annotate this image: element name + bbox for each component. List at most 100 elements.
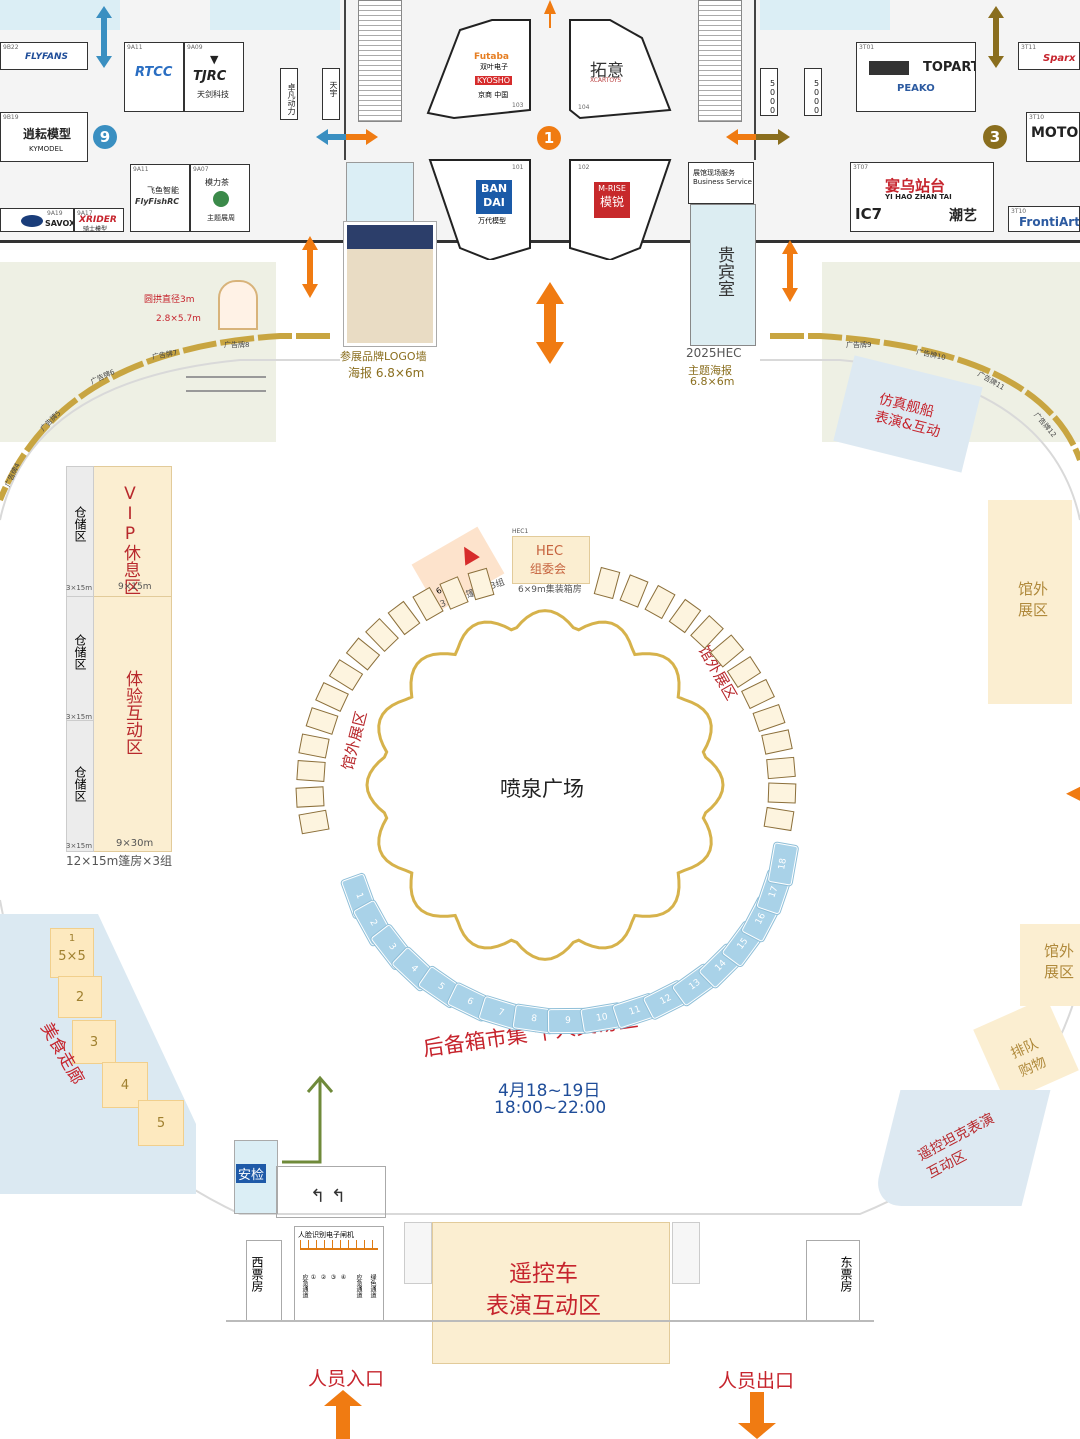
food-slot[interactable]: 3: [72, 1020, 116, 1064]
food-slot[interactable]: 1 5×5: [50, 928, 94, 978]
kiosk-booth[interactable]: [295, 760, 326, 783]
booth-brand: SAVOX: [45, 219, 74, 228]
outer-exhibit-right2[interactable]: [1020, 924, 1080, 1006]
logo-wall[interactable]: [344, 222, 436, 346]
hec-booth[interactable]: [512, 536, 590, 584]
booth-mrise[interactable]: M-RISE 模锐: [594, 182, 630, 218]
hall-wall: [754, 0, 756, 160]
kiosk-booth[interactable]: [766, 756, 796, 779]
hec-label: HEC: [536, 544, 564, 559]
service-center[interactable]: 展馆现场服务 Business Service Center: [688, 162, 754, 204]
hall-wall: [344, 0, 346, 160]
rc-car-zone[interactable]: [432, 1222, 670, 1364]
booth-brand: FLYFANS: [25, 52, 68, 62]
ticket-east[interactable]: [806, 1240, 860, 1322]
booth-brand: TOPART: [923, 60, 976, 75]
booth-yihao[interactable]: 3T07 宴乌站台 YI HAO ZHAN TAI IC7 潮艺: [850, 162, 994, 232]
zone-number-9[interactable]: 9: [93, 125, 117, 149]
storage-label: 仓储区: [73, 766, 87, 802]
food-slot[interactable]: 2: [58, 976, 102, 1018]
experience-area[interactable]: [92, 596, 172, 852]
logo-wall-label: 参展品牌LOGO墙: [340, 350, 427, 363]
staircase-right: [698, 0, 742, 122]
booth-code: 9A17: [77, 210, 93, 217]
zone-number-3[interactable]: 3: [983, 125, 1007, 149]
exit-arrow-icon: [738, 1392, 776, 1439]
booth-flyfish[interactable]: 9A11 飞鱼智能 FlyFishRC: [130, 164, 190, 232]
booth-sparx[interactable]: 3T11 Sparx: [1018, 42, 1080, 70]
hec-size: 6×9m集装箱房: [518, 585, 582, 595]
theme-poster-sub: 主题海报: [688, 364, 732, 377]
booth-xrider[interactable]: 9A17 XRIDER 骑士模型: [74, 208, 124, 232]
booth-sub: YI HAO ZHAN TAI: [885, 193, 952, 201]
booth-sub: XCARTOYS: [590, 77, 622, 84]
pillar: [672, 1222, 700, 1284]
booth-code: 101: [512, 164, 524, 171]
booth-code: 3T10: [1029, 114, 1045, 121]
booth-flyfans[interactable]: 9B22 FLYFANS: [0, 42, 88, 70]
kiosk[interactable]: 天宇: [322, 68, 340, 120]
ticket-west[interactable]: [246, 1240, 282, 1322]
booth-code: 102: [578, 164, 590, 171]
booth-code: 3T01: [859, 44, 875, 51]
booth-brand: FlyFishRC: [135, 197, 180, 206]
booth-bandai[interactable]: BAN DAI: [476, 180, 512, 214]
kiosk-booth[interactable]: [763, 806, 795, 831]
storage-size: 3×15m: [66, 842, 93, 850]
booth-topart[interactable]: 3T01 TOPART PEAKO: [856, 42, 976, 112]
storage-block[interactable]: [66, 720, 94, 852]
kiosk-booth[interactable]: [767, 782, 797, 804]
storage-block[interactable]: [66, 596, 94, 722]
kiosk-booth[interactable]: [295, 786, 325, 808]
booth-kymodel[interactable]: 9B19 逍耘模型 KYMODEL: [0, 112, 88, 162]
ticket-east-label: 东票房: [839, 1256, 853, 1292]
lane-label: 应急通道: [355, 1274, 362, 1298]
booth-brand: Sparx: [1043, 53, 1076, 64]
kiosk[interactable]: 5000: [760, 68, 778, 116]
storage-label: 仓储区: [73, 506, 87, 542]
booth-mold[interactable]: 9A07 模力茶 主题展周: [190, 164, 250, 232]
booth-sub: 万代模型: [478, 217, 506, 225]
exit-label[interactable]: 人员出口: [718, 1370, 795, 1392]
kiosk[interactable]: 卓凡动力: [280, 68, 298, 120]
kiosk[interactable]: 5000: [804, 68, 822, 116]
booth-moto[interactable]: 3T10 MOTO: [1026, 112, 1080, 162]
booth-rtcc[interactable]: 9A11 RTCC: [124, 42, 184, 112]
booth-savox[interactable]: 9A19 SAVOX: [0, 208, 74, 232]
pgm-logo-icon: [869, 61, 909, 75]
booth-brand: IC7: [855, 205, 883, 223]
food-slot[interactable]: 5: [138, 1100, 184, 1146]
experience-label: 体验互动区: [122, 670, 142, 755]
booth-sub: 飞鱼智能: [147, 186, 179, 195]
booth-brand: 宴乌站台: [885, 177, 946, 195]
service-center-label: 展馆现场服务 Business Service Center: [693, 169, 752, 186]
vip-room[interactable]: [690, 204, 756, 346]
storage-label: 仓储区: [73, 634, 87, 670]
side-arrow-icon: ◀: [1066, 780, 1080, 804]
booth-code: 103: [512, 102, 524, 109]
booth-sub: 骑士模型: [83, 226, 108, 232]
booth-brand[interactable]: Futaba: [474, 52, 509, 62]
booth-brand[interactable]: KYOSHO: [475, 76, 513, 85]
turn-arrow-icon: ↰ ↰: [310, 1186, 346, 1207]
outer-exhibit-right[interactable]: [988, 500, 1072, 704]
booth-sub: 模锐: [599, 195, 624, 209]
food-slot-number: 1: [68, 933, 76, 944]
staircase-left: [358, 0, 402, 122]
zone-number-1[interactable]: 1: [537, 126, 561, 150]
arch-note: 圆拱直径3m: [144, 295, 195, 305]
helicopter-icon: [186, 376, 266, 392]
food-slot-size: 5×5: [58, 949, 86, 964]
booth-brand: M-RISE: [598, 184, 626, 193]
booth-code: 9A11: [127, 44, 143, 51]
booth-code: 9A07: [193, 166, 209, 173]
pillar: [404, 1222, 432, 1284]
hall-upper-strip: [210, 0, 340, 30]
booth-tjrc[interactable]: 9A09 ▼ TJRC 天剑科技: [184, 42, 244, 112]
vip-rest-label: VIP休息区: [120, 484, 140, 595]
entrance-arrow-icon: [324, 1390, 362, 1439]
entrance-label[interactable]: 人员入口: [308, 1368, 385, 1390]
booth-brand: MOTO: [1031, 125, 1079, 141]
booth-brand[interactable]: 拓意: [590, 61, 624, 81]
booth-code: 3T11: [1021, 44, 1037, 51]
